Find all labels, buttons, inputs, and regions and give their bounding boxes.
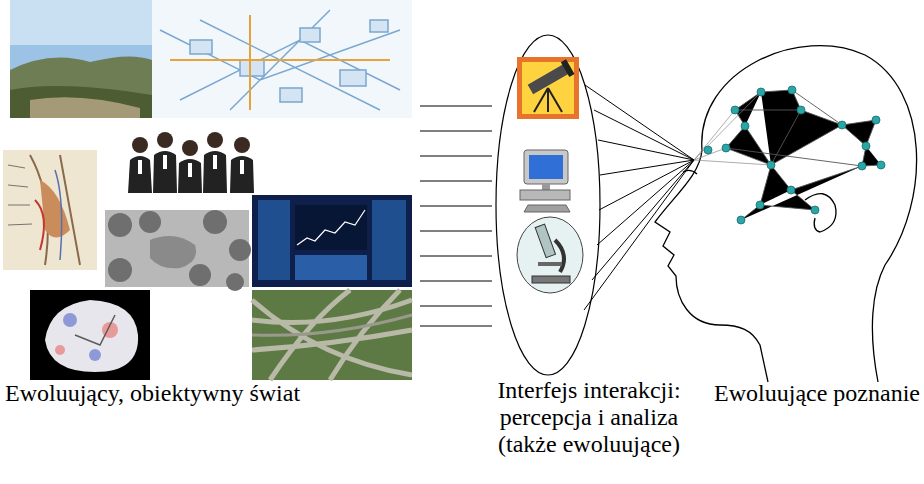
stock-chart-screen — [252, 195, 412, 287]
head-profile — [655, 46, 917, 382]
perception-lines — [584, 85, 694, 310]
telescope-icon — [517, 57, 579, 119]
industrial-plant-plan — [152, 0, 412, 118]
network-nodes — [704, 86, 885, 224]
caption-text: Ewoluujące poznanie — [690, 380, 920, 407]
interface-ellipse — [496, 35, 600, 375]
caption-text: Ewoluujący, obiektywny świat — [5, 380, 425, 407]
highway-aerial-photo — [252, 290, 412, 380]
microscope-icon — [517, 217, 583, 293]
landscape-photo — [10, 0, 152, 118]
input-lines — [420, 106, 492, 326]
neural-network — [694, 90, 881, 220]
protein-model — [30, 290, 150, 380]
computer-icon — [520, 150, 570, 212]
caption-text: Interfejs interakcji: percepcja i analiz… — [494, 377, 684, 458]
businessmen-photo — [122, 130, 260, 193]
blood-cells-micrograph — [105, 210, 251, 291]
anatomy-drawing — [3, 150, 97, 270]
